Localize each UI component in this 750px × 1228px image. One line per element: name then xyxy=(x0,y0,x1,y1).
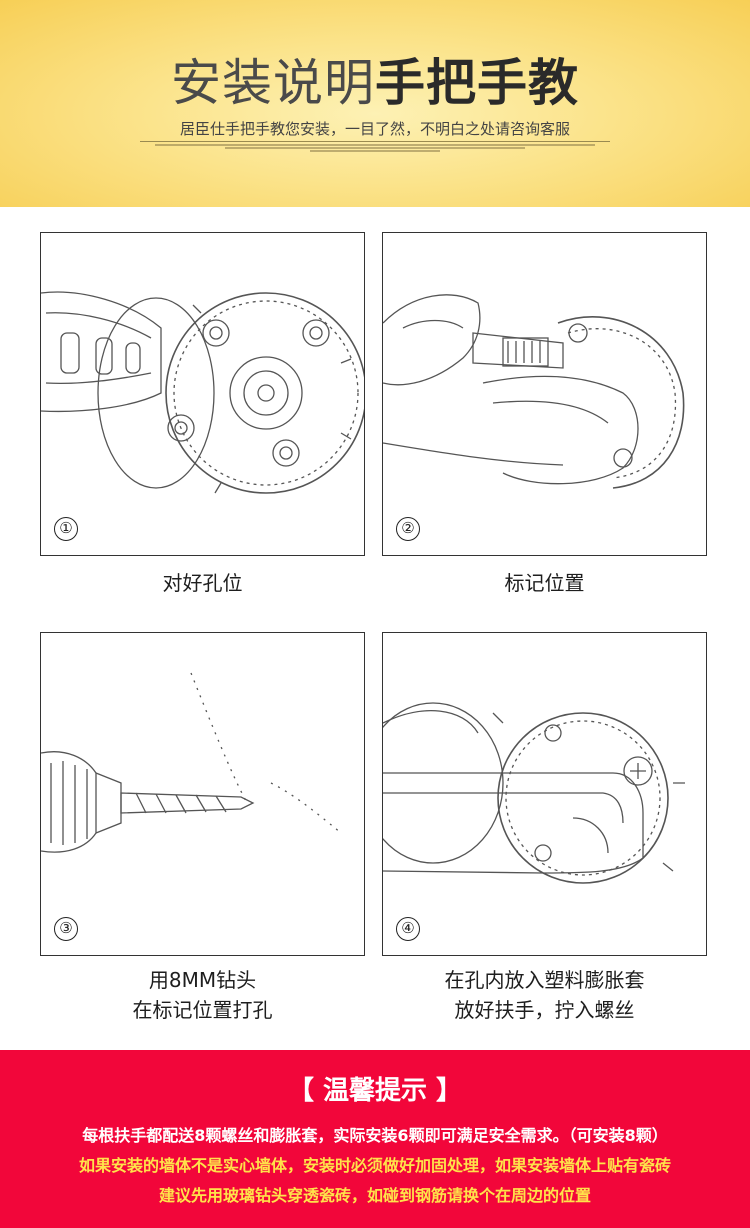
flange-alignment-illustration xyxy=(41,291,364,494)
page-title: 安装说明手把手教 xyxy=(0,52,750,114)
step-3-image: ③ xyxy=(40,632,365,956)
caption-line: 在标记位置打孔 xyxy=(132,998,273,1022)
step-3-caption: 用8MM钻头 在标记位置打孔 xyxy=(40,965,365,1025)
step-1-image: ① xyxy=(40,232,365,556)
tip-line: 每根扶手都配送8颗螺丝和膨胀套，实际安装6颗即可满足安全需求。（可安装8颗） xyxy=(82,1126,668,1145)
step-4-image: ④ xyxy=(382,632,707,956)
step-2-image: ② xyxy=(382,232,707,556)
warm-tips-title: 【 温馨提示 】 xyxy=(287,1076,463,1106)
step-number-badge: ② xyxy=(396,517,420,541)
screw-in-illustration xyxy=(383,702,685,884)
tip-line: 建议先用玻璃钻头穿透瓷砖，如碰到钢筋请换个在周边的位置 xyxy=(158,1186,591,1205)
step-1-caption: 对好孔位 xyxy=(40,568,365,598)
step-number-badge: ③ xyxy=(54,917,78,941)
title-bold: 手把手教 xyxy=(375,54,579,112)
caption-line: 放好扶手，拧入螺丝 xyxy=(454,998,635,1022)
step-number-badge: ① xyxy=(54,517,78,541)
page-subtitle: 居臣仕手把手教您安装，一目了然，不明白之处请咨询客服 xyxy=(179,120,570,138)
tip-line: 如果安装的墙体不是实心墙体，安装时必须做好加固处理，如果安装墙体上贴有瓷砖 xyxy=(78,1156,671,1175)
step-2-caption: 标记位置 xyxy=(382,568,707,598)
warm-tips-section: 【 温馨提示 】 每根扶手都配送8颗螺丝和膨胀套，实际安装6颗即可满足安全需求。… xyxy=(0,1050,750,1228)
fineprint-decoration xyxy=(140,141,610,152)
caption-line: 在孔内放入塑料膨胀套 xyxy=(444,968,645,992)
mark-position-illustration xyxy=(383,294,685,489)
caption-line: 用8MM钻头 xyxy=(148,968,257,992)
step-4-caption: 在孔内放入塑料膨胀套 放好扶手，拧入螺丝 xyxy=(382,965,707,1025)
step-number-badge: ④ xyxy=(396,917,420,941)
header-banner: 安装说明手把手教 居臣仕手把手教您安装，一目了然，不明白之处请咨询客服 xyxy=(0,0,750,207)
title-light: 安装说明 xyxy=(171,54,375,112)
drill-hole-illustration xyxy=(41,672,342,853)
caption-line: 标记位置 xyxy=(504,571,585,595)
caption-line: 对好孔位 xyxy=(162,571,243,595)
